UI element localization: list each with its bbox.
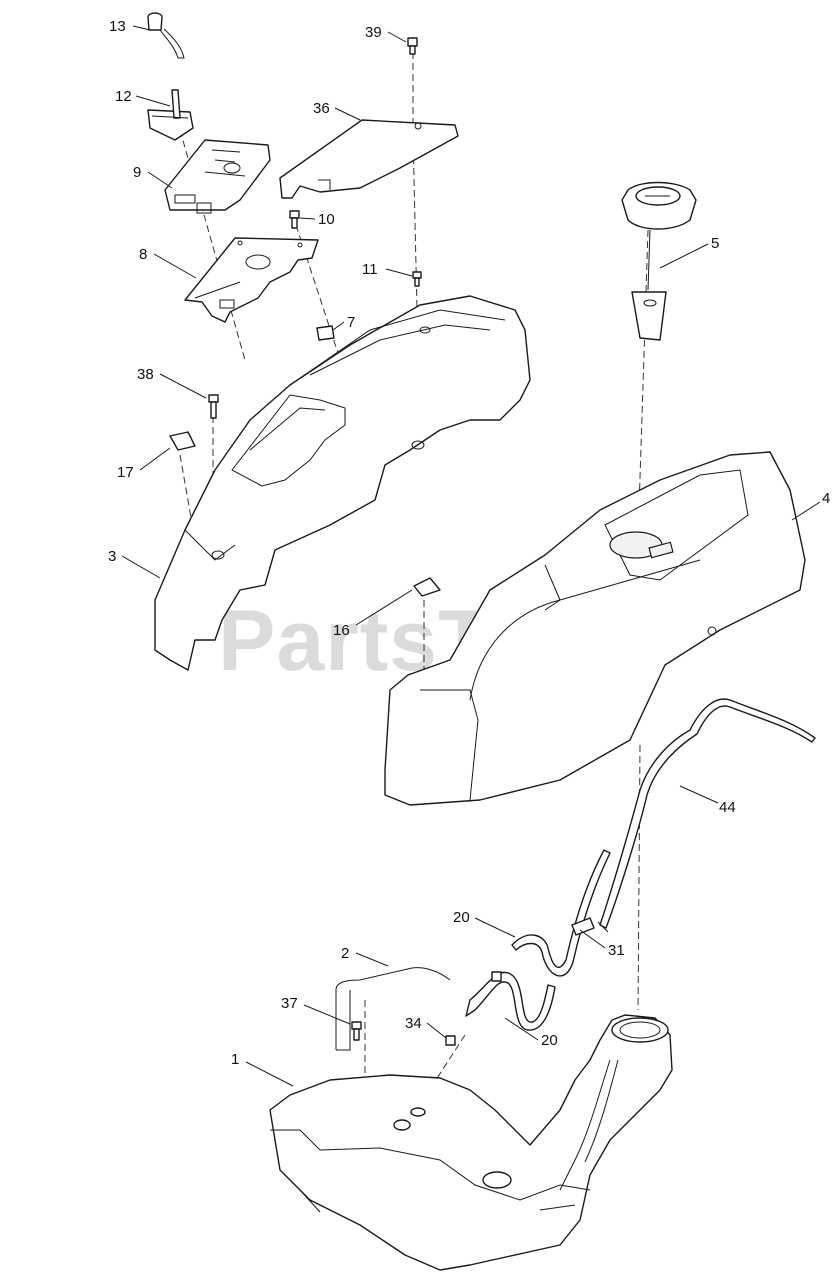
callout-39: 39 bbox=[365, 24, 382, 41]
callout-labels: 13 12 9 8 10 36 39 11 7 38 17 3 5 4 16 4… bbox=[108, 18, 830, 1068]
callout-38: 38 bbox=[137, 366, 154, 383]
callout-1: 1 bbox=[231, 1051, 239, 1068]
callout-31: 31 bbox=[608, 942, 625, 959]
fuel-cap bbox=[621, 181, 697, 341]
control-plate bbox=[184, 237, 319, 323]
callout-20-upper: 20 bbox=[453, 909, 470, 926]
plug-17 bbox=[169, 431, 196, 451]
screw-11 bbox=[412, 271, 422, 287]
callout-12: 12 bbox=[115, 88, 132, 105]
fuel-hose-44 bbox=[597, 698, 816, 933]
callout-37: 37 bbox=[281, 995, 298, 1012]
clamp-34 bbox=[445, 971, 502, 1046]
callout-7: 7 bbox=[347, 314, 355, 331]
callout-36: 36 bbox=[313, 100, 330, 117]
throttle-lever bbox=[147, 89, 194, 141]
callout-5: 5 bbox=[711, 235, 719, 252]
tank-strap bbox=[335, 967, 451, 1051]
callout-10: 10 bbox=[318, 211, 335, 228]
callout-20-lower: 20 bbox=[541, 1032, 558, 1049]
screw-10 bbox=[289, 210, 300, 229]
clip-nut bbox=[316, 325, 335, 341]
callout-3: 3 bbox=[108, 548, 116, 565]
screw-39 bbox=[407, 37, 418, 55]
callout-17: 17 bbox=[117, 464, 134, 481]
fuel-hose-20-lower bbox=[465, 971, 556, 1031]
fitting-31 bbox=[571, 917, 595, 936]
tank-cover bbox=[384, 451, 806, 806]
callout-9: 9 bbox=[133, 164, 141, 181]
plug-16 bbox=[413, 577, 441, 597]
bolt-37 bbox=[351, 1021, 362, 1041]
callout-11: 11 bbox=[362, 261, 378, 278]
leader-lines bbox=[121, 25, 821, 1087]
callout-34: 34 bbox=[405, 1015, 422, 1032]
callout-44: 44 bbox=[719, 799, 736, 816]
control-decal bbox=[164, 139, 271, 214]
choke-knob bbox=[147, 12, 185, 59]
callout-8: 8 bbox=[139, 246, 147, 263]
callout-16: 16 bbox=[333, 622, 350, 639]
console-housing bbox=[154, 295, 531, 671]
callout-2: 2 bbox=[341, 945, 349, 962]
fuel-tank bbox=[269, 1014, 673, 1271]
callout-13: 13 bbox=[109, 18, 126, 35]
fuel-hose-20-upper bbox=[511, 849, 611, 977]
cover-plate bbox=[279, 119, 459, 199]
callout-4: 4 bbox=[822, 490, 830, 507]
bolt-38 bbox=[208, 394, 219, 419]
